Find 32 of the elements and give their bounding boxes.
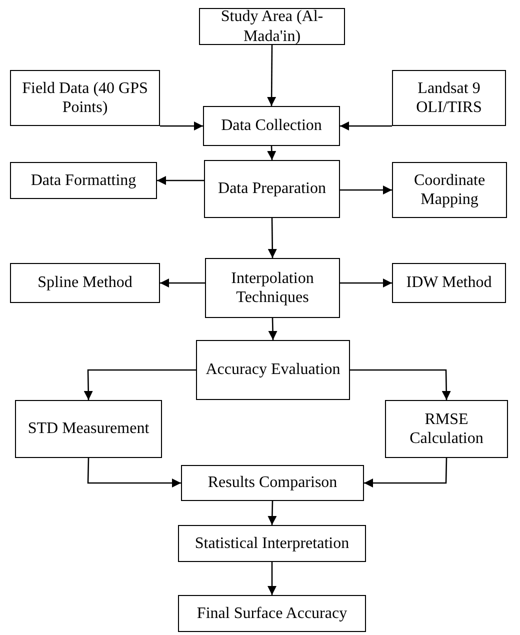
arrow [340,185,392,195]
process-box: Interpolation Techniques [205,258,340,318]
arrow [340,121,392,131]
arrow [267,45,276,106]
arrow [160,278,205,288]
process-box: Data Formatting [10,162,157,199]
process-box: STD Measurement [15,400,162,458]
arrow [340,278,392,288]
process-box: Data Collection [203,106,340,146]
process-box: Statistical Interpretation [178,525,366,562]
arrow [350,369,451,400]
process-box: Study Area (Al-Mada'in) [199,8,345,45]
process-box: Landsat 9 OLI/TIRS [392,70,506,126]
process-box: Accuracy Evaluation [196,340,350,400]
process-box: Data Preparation [204,160,340,218]
process-box: Final Surface Accuracy [178,595,366,632]
arrow [267,146,276,160]
arrow [84,369,196,400]
arrow [364,458,448,488]
arrow [268,218,277,258]
arrow [268,500,277,526]
process-box: Coordinate Mapping [392,162,507,218]
process-box: IDW Method [392,263,506,303]
arrow [267,562,277,595]
process-box: Spline Method [10,263,160,303]
arrow [160,121,203,131]
arrow [268,318,278,340]
arrow [157,176,204,186]
arrow [87,458,181,488]
process-box: RMSE Calculation [385,400,508,458]
process-box: Field Data (40 GPS Points) [10,70,160,126]
process-box: Results Comparison [181,465,364,501]
